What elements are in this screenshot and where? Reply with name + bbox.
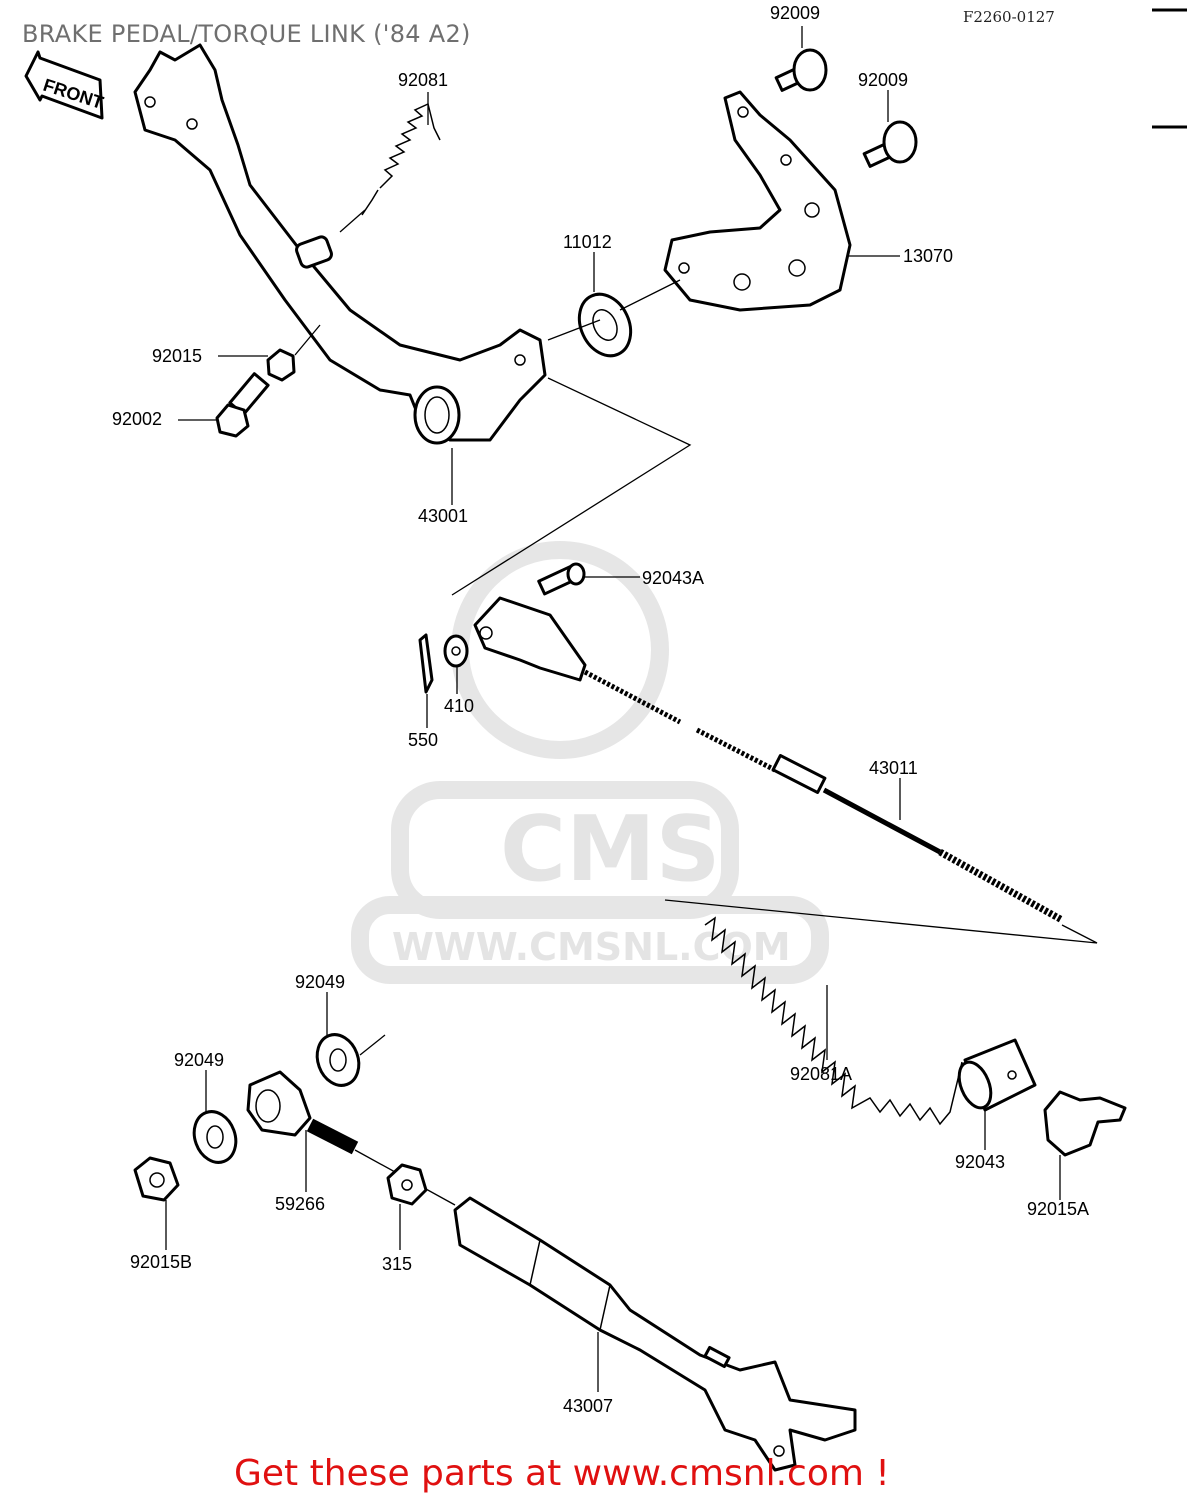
part-label-p6: 92015 [152,346,202,366]
nut-92015B [133,1156,180,1202]
figure-code: F2260-0127 [963,8,1055,26]
part-label-p15: 92081A [790,1064,852,1084]
washer-410 [443,634,469,668]
part-label-p3: 92081 [398,70,448,90]
collar-92043 [957,1038,1037,1112]
part-label-p9: 92043A [642,568,704,588]
part-label-p8: 43001 [418,506,468,526]
rod-end-59266 [246,1070,359,1155]
part-label-p2: 92009 [858,70,908,90]
diagram-title: BRAKE PEDAL/TORQUE LINK ('84 A2) [22,20,471,48]
bolt-92009-upper [774,48,828,92]
wing-nut-92015A [1043,1090,1127,1157]
torque-link-43007 [453,1196,857,1472]
watermark-logo-text: CMS [500,797,720,902]
front-arrow-icon: FRONT [24,50,106,120]
part-label-p18: 59266 [275,1194,325,1214]
brake-pedal-43001 [133,43,547,445]
part-label-p16: 92043 [955,1152,1005,1172]
nut-92015 [266,348,296,382]
part-label-p17: 92015A [1027,1199,1089,1219]
watermark-url-text: WWW.CMSNL.COM [392,925,791,969]
part-label-p5: 13070 [903,246,953,266]
part-label-p19: 92015B [130,1252,192,1272]
spring-92081A [704,916,963,1126]
collar-92049-lower [192,1110,238,1164]
pin-92043A [537,562,586,596]
part-label-p20: 315 [382,1254,412,1274]
leader-lines [165,26,1061,1392]
shop-link-text[interactable]: Get these parts at www.cmsnl.com ! [234,1453,890,1494]
part-label-p4: 11012 [563,232,612,252]
part-label-p14: 92049 [174,1050,224,1070]
bolt-92002 [215,372,270,438]
step-plate-13070 [663,90,852,312]
nut-315 [386,1163,428,1206]
bolt-92009-lower [862,120,918,168]
cotter-pin-550 [418,633,434,694]
seal-11012 [577,292,633,358]
watermark-logo: CMS WWW.CMSNL.COM [351,541,829,984]
collar-92049-upper [315,1033,361,1087]
part-label-p11: 550 [408,730,438,750]
part-label-p21: 43007 [563,1396,613,1416]
part-label-p10: 410 [444,696,474,716]
part-label-p7: 92002 [112,409,162,429]
part-label-p13: 92049 [295,972,345,992]
brake-rod-43011 [473,596,1064,924]
part-label-p12: 43011 [869,758,918,778]
part-label-p1: 92009 [770,3,820,23]
return-spring-92081 [361,102,441,216]
